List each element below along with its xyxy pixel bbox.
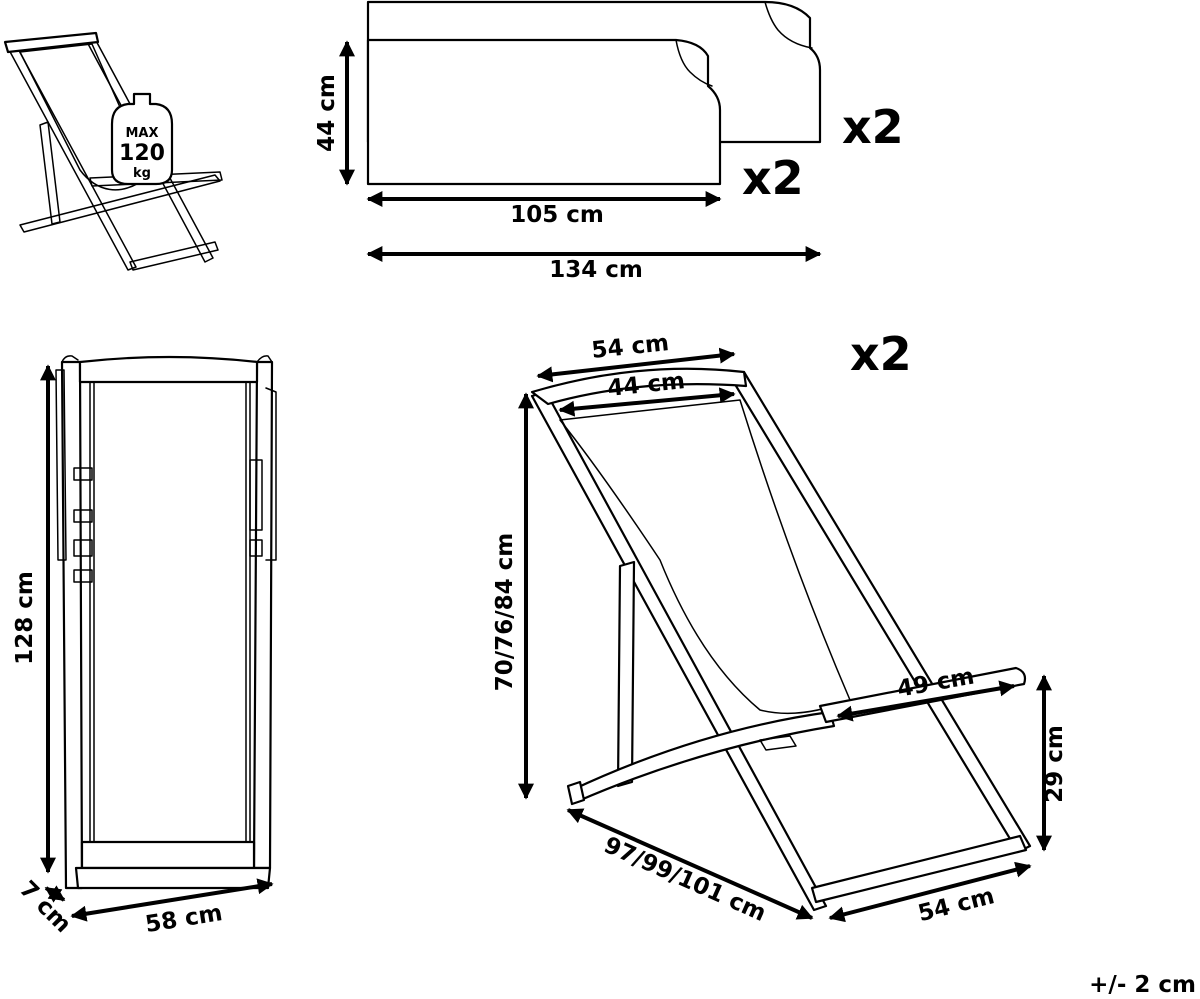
front-cushion bbox=[366, 38, 722, 186]
chair-qty: x2 bbox=[850, 327, 912, 381]
cushion-back-length-label: 134 cm bbox=[549, 257, 643, 283]
cushions-diagram: 44 cm 105 cm 134 cm x2 x2 bbox=[314, 0, 904, 283]
tolerance-note: +/- 2 cm bbox=[1089, 972, 1196, 998]
badge-max-text: MAX bbox=[125, 126, 158, 141]
base-width-label: 54 cm bbox=[916, 883, 998, 927]
base-length-label: 97/99/101 cm bbox=[600, 832, 770, 927]
chair-thumbnail: MAX 120 kg bbox=[3, 31, 223, 271]
top-outer-width-label: 54 cm bbox=[590, 330, 670, 364]
open-height-label: 70/76/84 cm bbox=[492, 533, 518, 691]
front-cushion-qty: x2 bbox=[742, 151, 804, 205]
badge-unit-text: kg bbox=[133, 166, 151, 181]
folded-width-label: 58 cm bbox=[144, 900, 225, 938]
folded-chair-diagram: 128 cm 58 cm 7 cm bbox=[12, 355, 277, 938]
open-chair-diagram: x2 54 cm 44 cm 70/76/84 cm 49 cm 29 cm 9… bbox=[492, 327, 1068, 927]
seat-height-label: 29 cm bbox=[1042, 725, 1068, 803]
weight-limit-badge: MAX 120 kg bbox=[110, 92, 174, 186]
back-cushion-qty: x2 bbox=[842, 100, 904, 154]
badge-weight-value: 120 bbox=[119, 141, 165, 166]
cushion-height-label: 44 cm bbox=[314, 74, 340, 152]
folded-height-label: 128 cm bbox=[12, 571, 38, 665]
cushion-front-length-label: 105 cm bbox=[510, 202, 604, 228]
